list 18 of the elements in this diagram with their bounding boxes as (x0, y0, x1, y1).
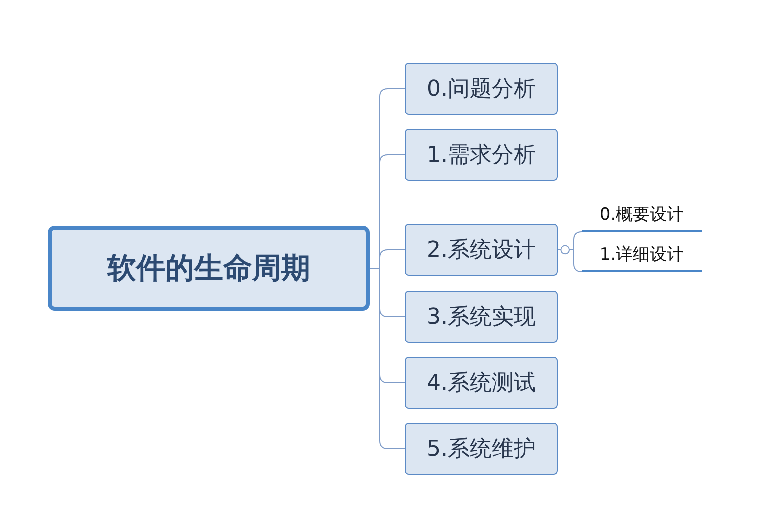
topic-label: 3.系统实现 (427, 304, 536, 332)
topic-box (405, 423, 558, 475)
topic-box (405, 357, 558, 409)
topic-box (405, 291, 558, 343)
topic-box (48, 226, 370, 311)
topic-box (405, 129, 558, 181)
topic-label: 4.系统测试 (427, 370, 536, 398)
connector-line (370, 268, 406, 450)
topic-box (405, 63, 558, 115)
topic-label: 5.系统维护 (427, 436, 536, 464)
connector-line (558, 245, 582, 272)
topic-label: 软件的生命周期 (108, 250, 310, 286)
topic-label: 1.需求分析 (427, 142, 536, 170)
topic-label: 0.问题分析 (427, 76, 536, 104)
topic-label: 2.系统设计 (427, 237, 536, 265)
topic-label: 1.详细设计 (600, 244, 684, 266)
topic-box (405, 224, 558, 276)
topic-label: 0.概要设计 (600, 204, 684, 226)
